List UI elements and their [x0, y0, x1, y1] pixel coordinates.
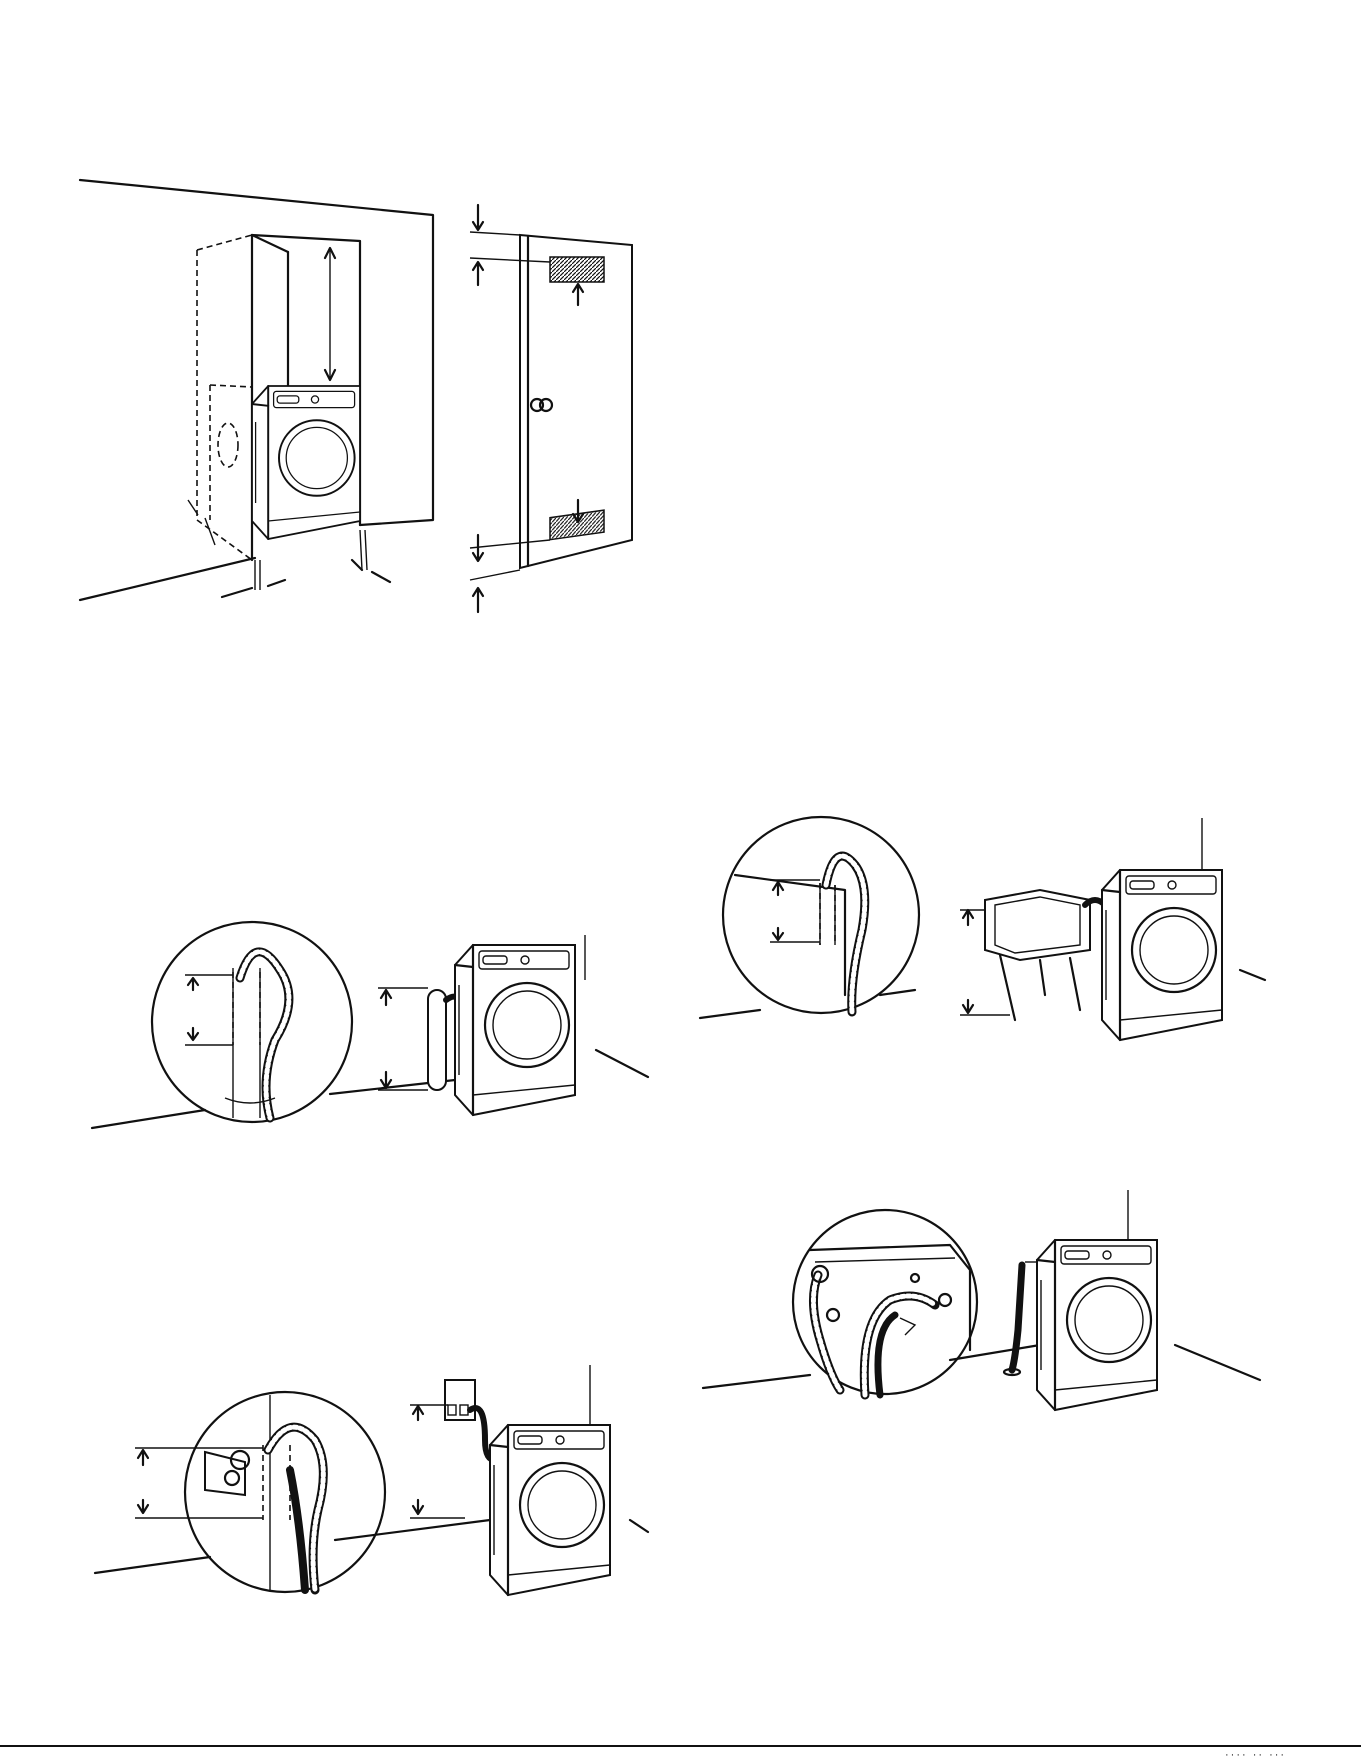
- figure-wall-drain: [95, 1365, 648, 1595]
- figure-closet-installation: [80, 180, 632, 612]
- footer-rule: [0, 1745, 1361, 1747]
- figure-standpipe-drain: [92, 922, 648, 1128]
- figure-laundry-tub-drain: [700, 817, 1265, 1040]
- figure-floor-drain: [703, 1190, 1260, 1410]
- footer-mark: ···· ·· ···: [1225, 1749, 1286, 1761]
